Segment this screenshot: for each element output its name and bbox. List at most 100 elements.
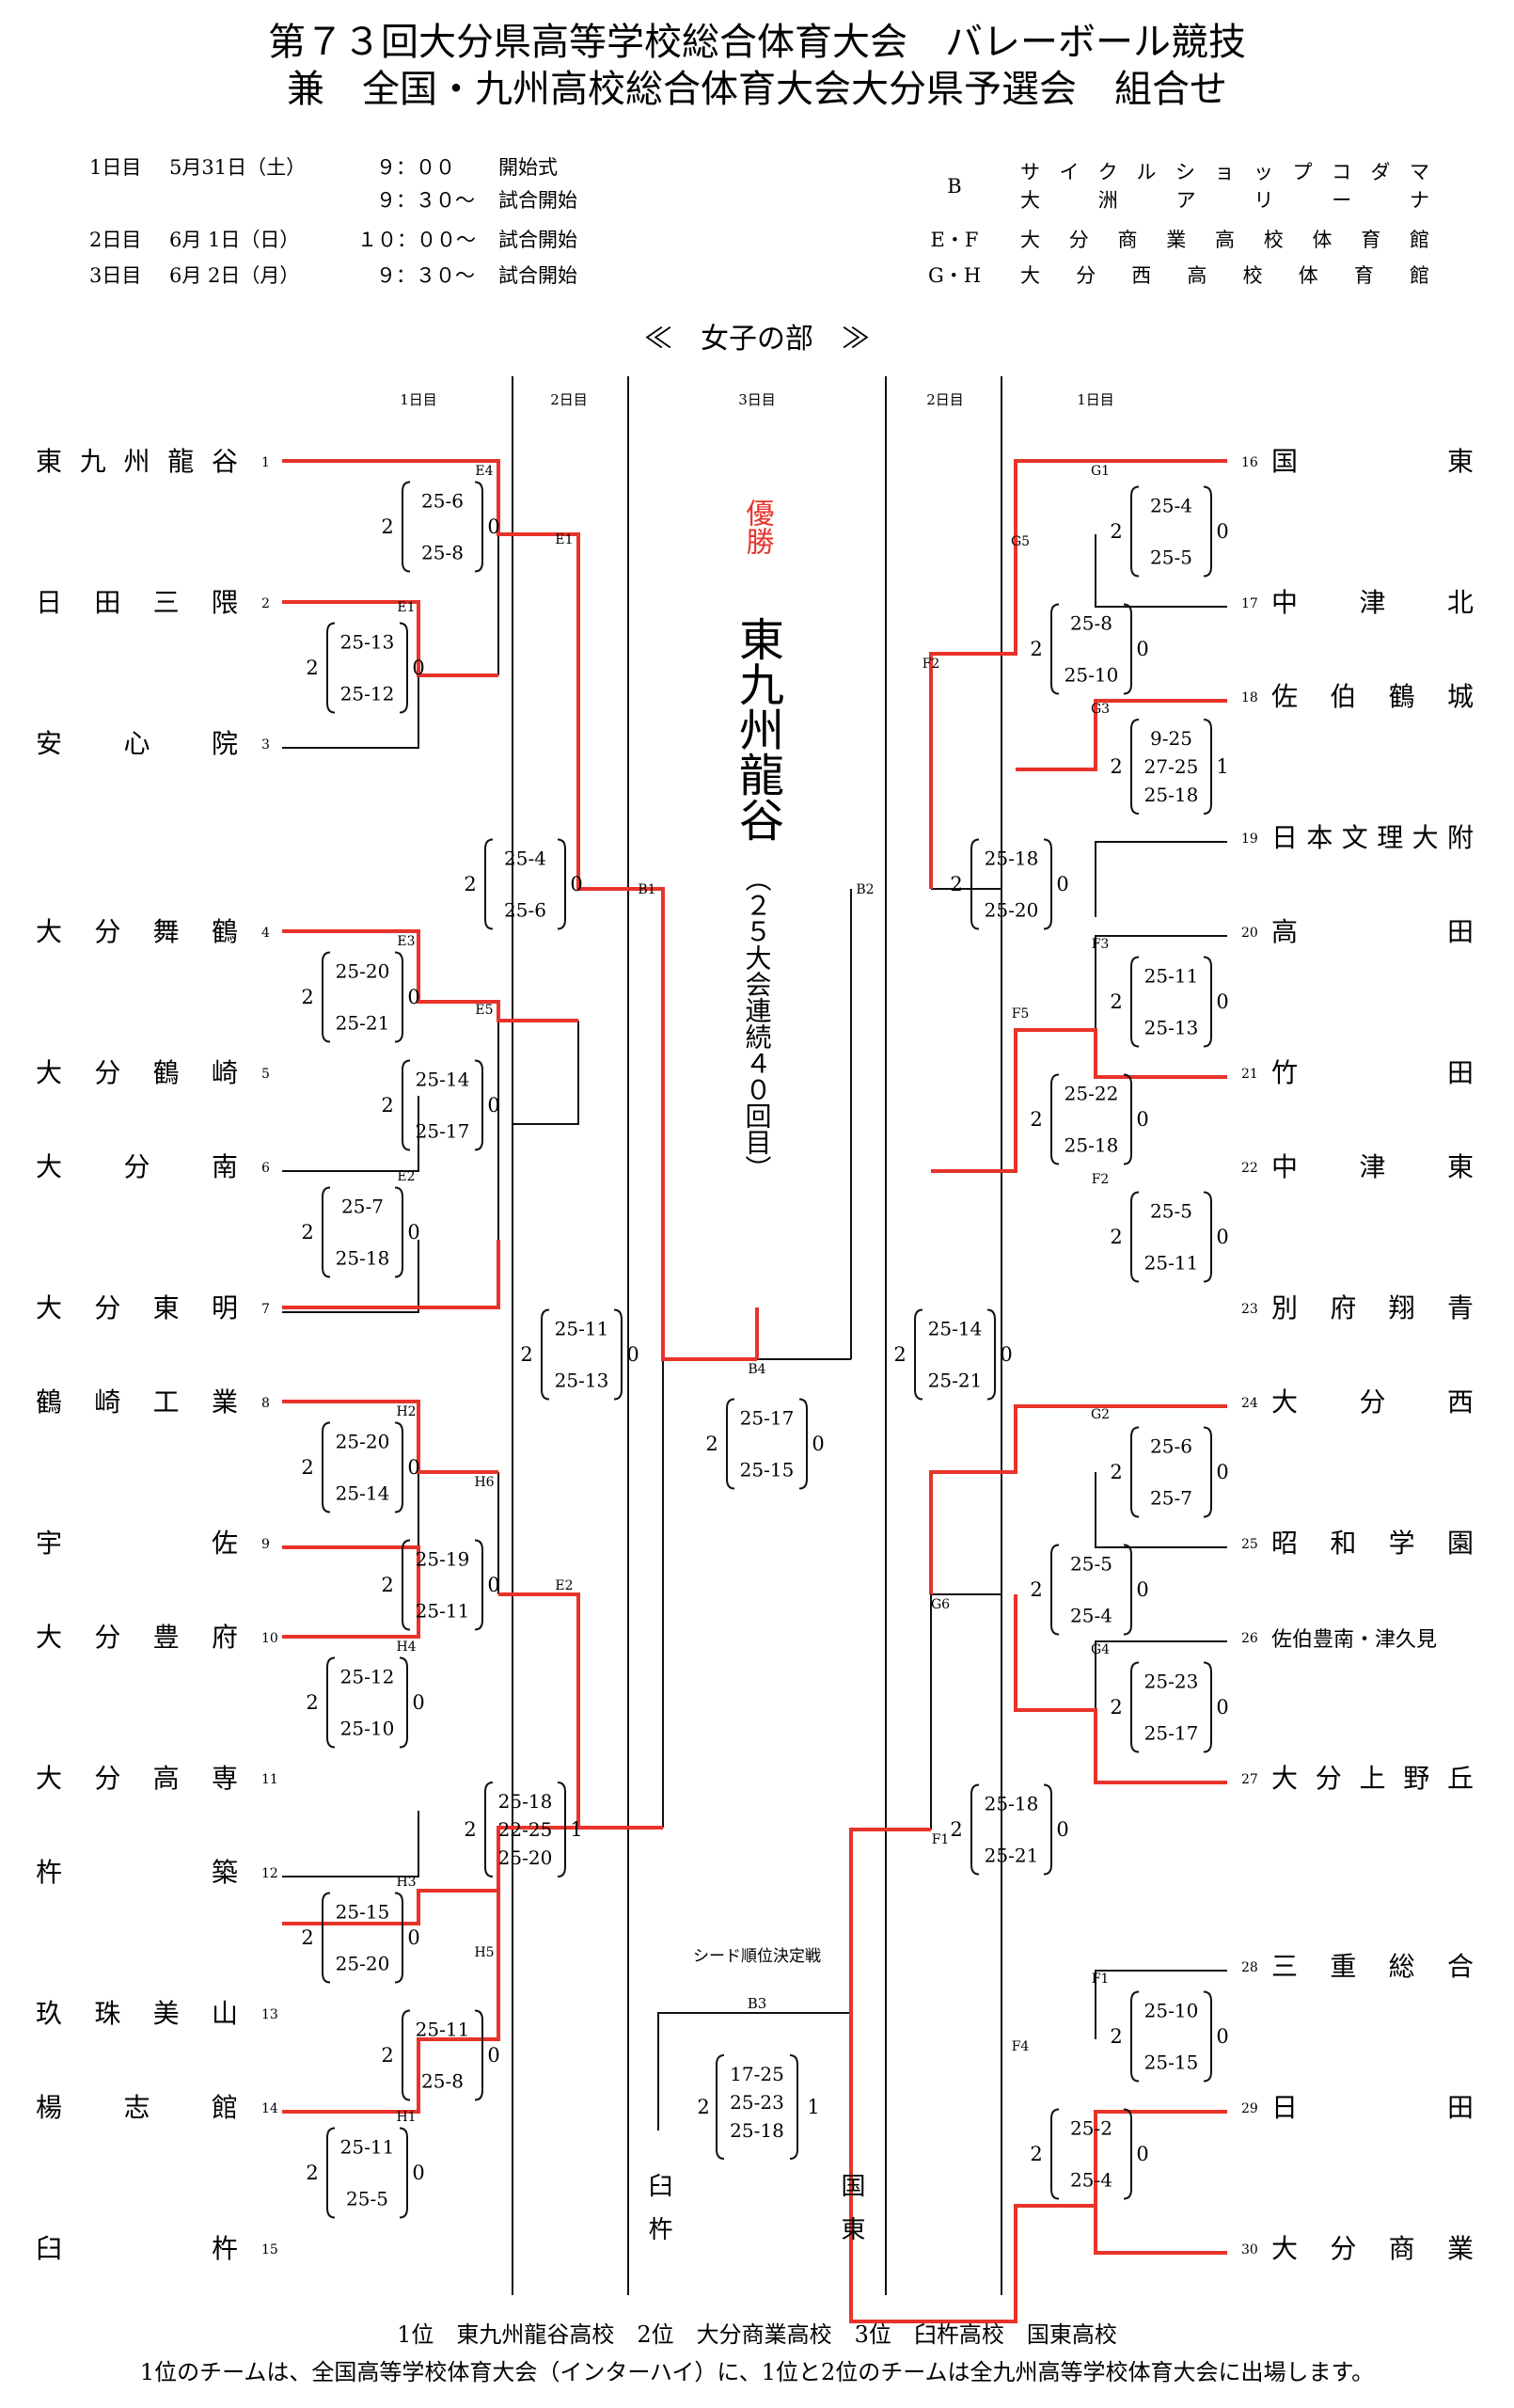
schedule-event: 試合開始 xyxy=(498,229,577,251)
team-name: 安心院 xyxy=(36,728,238,759)
sets-won-left: 2 xyxy=(301,986,313,1008)
team-seed: 28 xyxy=(1241,1960,1258,1975)
title-line-1: 第７３回大分県高等学校総合体育大会 バレーボール競技 xyxy=(268,21,1246,64)
team-name: 日田 xyxy=(1271,2092,1474,2123)
set-score: 25-18 xyxy=(730,2119,784,2142)
champion-block: 優勝 東九州龍谷 （２５大会連続４０回目） xyxy=(731,499,783,1181)
column-dividers xyxy=(512,376,1002,2295)
set-score: 25-18 xyxy=(498,1790,553,1813)
team-name: 東九州龍谷 xyxy=(36,446,238,477)
set-score: 25-20 xyxy=(498,1846,553,1869)
sets-won-left: 2 xyxy=(705,1433,718,1455)
court-label: H6 xyxy=(474,1475,494,1490)
team-seed: 19 xyxy=(1241,832,1258,847)
team-name: 大分舞鶴 xyxy=(36,916,238,947)
set-score: 22-25 xyxy=(498,1818,553,1841)
set-score: 25-13 xyxy=(1144,1017,1199,1039)
set-score: 17-25 xyxy=(730,2063,784,2085)
set-score: 25-21 xyxy=(928,1370,983,1392)
sets-won-left: 2 xyxy=(1110,1226,1122,1248)
team-seed: 29 xyxy=(1241,2101,1258,2116)
team-seed: 11 xyxy=(261,1772,278,1787)
sets-won-left: 2 xyxy=(950,873,962,895)
court-label: G5 xyxy=(1011,534,1030,549)
set-score: 27-25 xyxy=(1144,755,1199,778)
set-score: 25-18 xyxy=(336,1247,390,1270)
schedule-date: 6月 2日（月） xyxy=(169,264,299,287)
set-score: 25-6 xyxy=(421,490,464,513)
team-name: 国東 xyxy=(1271,446,1474,477)
sets-won-left: 2 xyxy=(520,1343,532,1366)
set-score: 25-4 xyxy=(1070,1605,1112,1627)
sets-won-right: 0 xyxy=(1136,2143,1148,2165)
team-seed: 22 xyxy=(1241,1161,1258,1176)
team-seed: 30 xyxy=(1241,2242,1258,2258)
sets-won-right: 0 xyxy=(487,1094,499,1117)
team-name: 臼杵 xyxy=(36,2233,238,2264)
sets-won-right: 0 xyxy=(812,1433,824,1455)
team-name: 杵築 xyxy=(36,1857,238,1888)
team-name: 大分高専 xyxy=(36,1763,238,1794)
team-name: 大分鶴崎 xyxy=(36,1057,238,1088)
champion-note: （２５大会連続４０回目） xyxy=(742,865,773,1181)
set-score: 25-4 xyxy=(1150,495,1192,517)
team-seed: 4 xyxy=(261,926,270,941)
venue-name: サイクルショップコダマ xyxy=(1020,161,1429,183)
seed-playoff-left-team: 臼杵 xyxy=(644,2173,672,2259)
round-label-day2: 2日目 xyxy=(550,391,588,408)
venue-code: G・H xyxy=(928,264,981,287)
sets-won-right: 0 xyxy=(1136,1578,1148,1601)
sets-won-right: 0 xyxy=(1216,1226,1228,1248)
team-name: 佐伯鶴城 xyxy=(1271,681,1474,712)
sets-won-right: 0 xyxy=(626,1343,639,1366)
team-seed: 12 xyxy=(261,1866,278,1881)
court-label: H5 xyxy=(474,1945,494,1960)
team-seed: 20 xyxy=(1241,926,1258,941)
set-score: 25-17 xyxy=(740,1407,795,1430)
set-score: 25-12 xyxy=(340,683,395,705)
sets-won-left: 2 xyxy=(381,2044,393,2067)
team-name: 楊志館 xyxy=(36,2092,238,2123)
set-score: 25-22 xyxy=(1065,1083,1119,1105)
team-name: 大分西 xyxy=(1271,1386,1474,1418)
set-score: 25-8 xyxy=(1070,612,1112,635)
court-label: E2 xyxy=(397,1169,415,1184)
sets-won-right: 0 xyxy=(1136,638,1148,660)
sets-won-right: 0 xyxy=(487,1574,499,1596)
set-score: 25-8 xyxy=(421,2070,464,2093)
court-label: H1 xyxy=(396,2110,416,2125)
set-score: 25-5 xyxy=(1150,547,1192,569)
set-score: 25-17 xyxy=(416,1120,470,1143)
set-score: 25-6 xyxy=(1150,1435,1192,1458)
champion-label: 優勝 xyxy=(741,499,775,555)
team-seed: 25 xyxy=(1241,1537,1258,1552)
seed-playoff: シード順位決定戦 B3 臼杵 国東 xyxy=(644,1947,865,2259)
round-label-day1: 1日目 xyxy=(400,391,437,408)
court-label: G2 xyxy=(1091,1407,1110,1422)
court-label: E4 xyxy=(475,464,493,479)
team-seed: 15 xyxy=(261,2242,278,2258)
set-score: 25-2 xyxy=(1070,2117,1112,2140)
court-label: F4 xyxy=(1012,2039,1030,2054)
team-seed: 6 xyxy=(261,1161,270,1176)
set-score: 25-11 xyxy=(340,2136,395,2159)
sets-won-left: 2 xyxy=(381,515,393,538)
sets-won-right: 0 xyxy=(1000,1343,1012,1366)
court-label: B4 xyxy=(748,1362,765,1377)
sets-won-left: 2 xyxy=(1030,638,1042,660)
team-seed: 26 xyxy=(1241,1631,1258,1646)
set-score: 25-23 xyxy=(1144,1671,1199,1693)
team-seed: 1 xyxy=(261,455,270,470)
team-name: 大分南 xyxy=(36,1151,238,1182)
sets-won-right: 0 xyxy=(1216,2025,1228,2048)
